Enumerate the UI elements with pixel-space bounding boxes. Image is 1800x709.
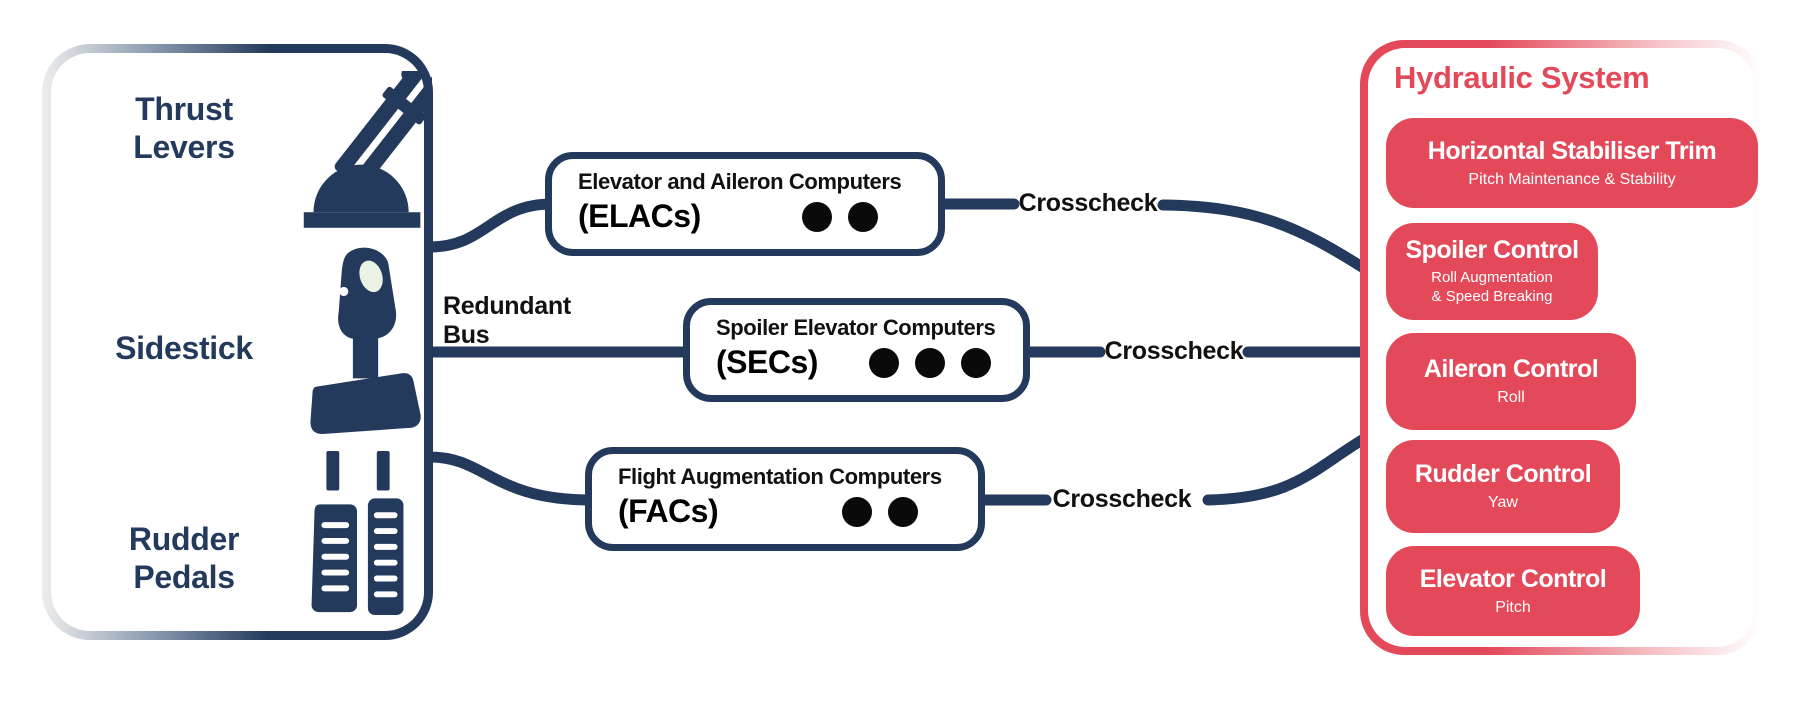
redundant-bus-label: Redundant Bus xyxy=(443,292,571,349)
rudder-pedals-icon xyxy=(309,451,411,619)
sec-acronym: (SECs) xyxy=(716,344,818,380)
rudder-control-box: Rudder Control Yaw xyxy=(1386,440,1620,533)
elevator-control-title: Elevator Control xyxy=(1419,564,1607,593)
unit-dot xyxy=(848,201,878,232)
elac-unit-dots xyxy=(802,201,878,232)
unit-dot xyxy=(869,347,899,378)
aileron-control-subtitle: Roll xyxy=(1497,389,1525,406)
aileron-control-box: Aileron Control Roll xyxy=(1386,333,1636,430)
sec-unit-dots xyxy=(869,347,991,378)
rudder-control-title: Rudder Control xyxy=(1414,460,1592,488)
fac-crosscheck-line-right xyxy=(1202,434,1368,506)
horizontal-stabiliser-trim-box: Horizontal Stabiliser Trim Pitch Mainten… xyxy=(1386,118,1758,208)
fac-bus-line xyxy=(424,451,598,506)
spoiler-control-title: Spoiler Control xyxy=(1405,236,1579,265)
sec-box: Spoiler Elevator Computers (SECs) xyxy=(683,298,1030,402)
elevator-control-subtitle: Pitch xyxy=(1495,598,1531,616)
horizontal-stabiliser-trim-title: Horizontal Stabiliser Trim xyxy=(1427,136,1717,165)
thrust-levers-label: Thrust Levers xyxy=(133,91,235,165)
fac-name: Flight Augmentation Computers xyxy=(618,464,942,489)
fac-box: Flight Augmentation Computers (FACs) xyxy=(585,447,985,551)
elevator-control-box: Elevator Control Pitch xyxy=(1386,546,1640,636)
elac-acronym: (ELACs) xyxy=(578,198,701,234)
horizontal-stabiliser-trim-subtitle: Pitch Maintenance & Stability xyxy=(1468,170,1676,188)
sidestick-label: Sidestick xyxy=(115,330,253,366)
thrust-levers-icon xyxy=(296,71,432,233)
elac-name: Elevator and Aileron Computers xyxy=(578,169,902,194)
pilot-inputs-panel-body: Thrust Levers xyxy=(51,53,432,631)
aileron-control-title: Aileron Control xyxy=(1423,355,1599,383)
unit-dot xyxy=(961,347,991,378)
sec-crosscheck-label: Crosscheck xyxy=(1104,337,1244,365)
sidestick-icon xyxy=(303,245,425,437)
rudder-pedals-label: Rudder Pedals xyxy=(128,521,240,595)
elac-bus-line xyxy=(424,198,558,253)
fac-acronym: (FACs) xyxy=(618,493,719,529)
unit-dot xyxy=(888,496,918,527)
unit-dot xyxy=(915,347,945,378)
fac-crosscheck-label: Crosscheck xyxy=(1052,485,1192,513)
spoiler-control-box: Spoiler Control Roll Augmentation & Spee… xyxy=(1386,223,1598,320)
hydraulic-system-body: Hydraulic System Horizontal Stabiliser T… xyxy=(1368,48,1758,647)
elac-crosscheck-label: Crosscheck xyxy=(1018,189,1158,217)
elac-box: Elevator and Aileron Computers (ELACs) xyxy=(545,152,945,256)
elac-crosscheck-line-right xyxy=(1157,199,1368,273)
hydraulic-system-panel: Hydraulic System Horizontal Stabiliser T… xyxy=(1360,40,1762,655)
pilot-inputs-panel: Thrust Levers xyxy=(42,44,433,640)
hydraulic-system-title: Hydraulic System xyxy=(1394,60,1650,95)
unit-dot xyxy=(842,496,872,527)
rudder-control-subtitle: Yaw xyxy=(1488,494,1518,511)
fac-unit-dots xyxy=(842,496,918,527)
sec-name: Spoiler Elevator Computers xyxy=(716,315,996,340)
spoiler-control-subtitle: Roll Augmentation & Speed Breaking xyxy=(1431,269,1553,305)
unit-dot xyxy=(802,201,832,232)
